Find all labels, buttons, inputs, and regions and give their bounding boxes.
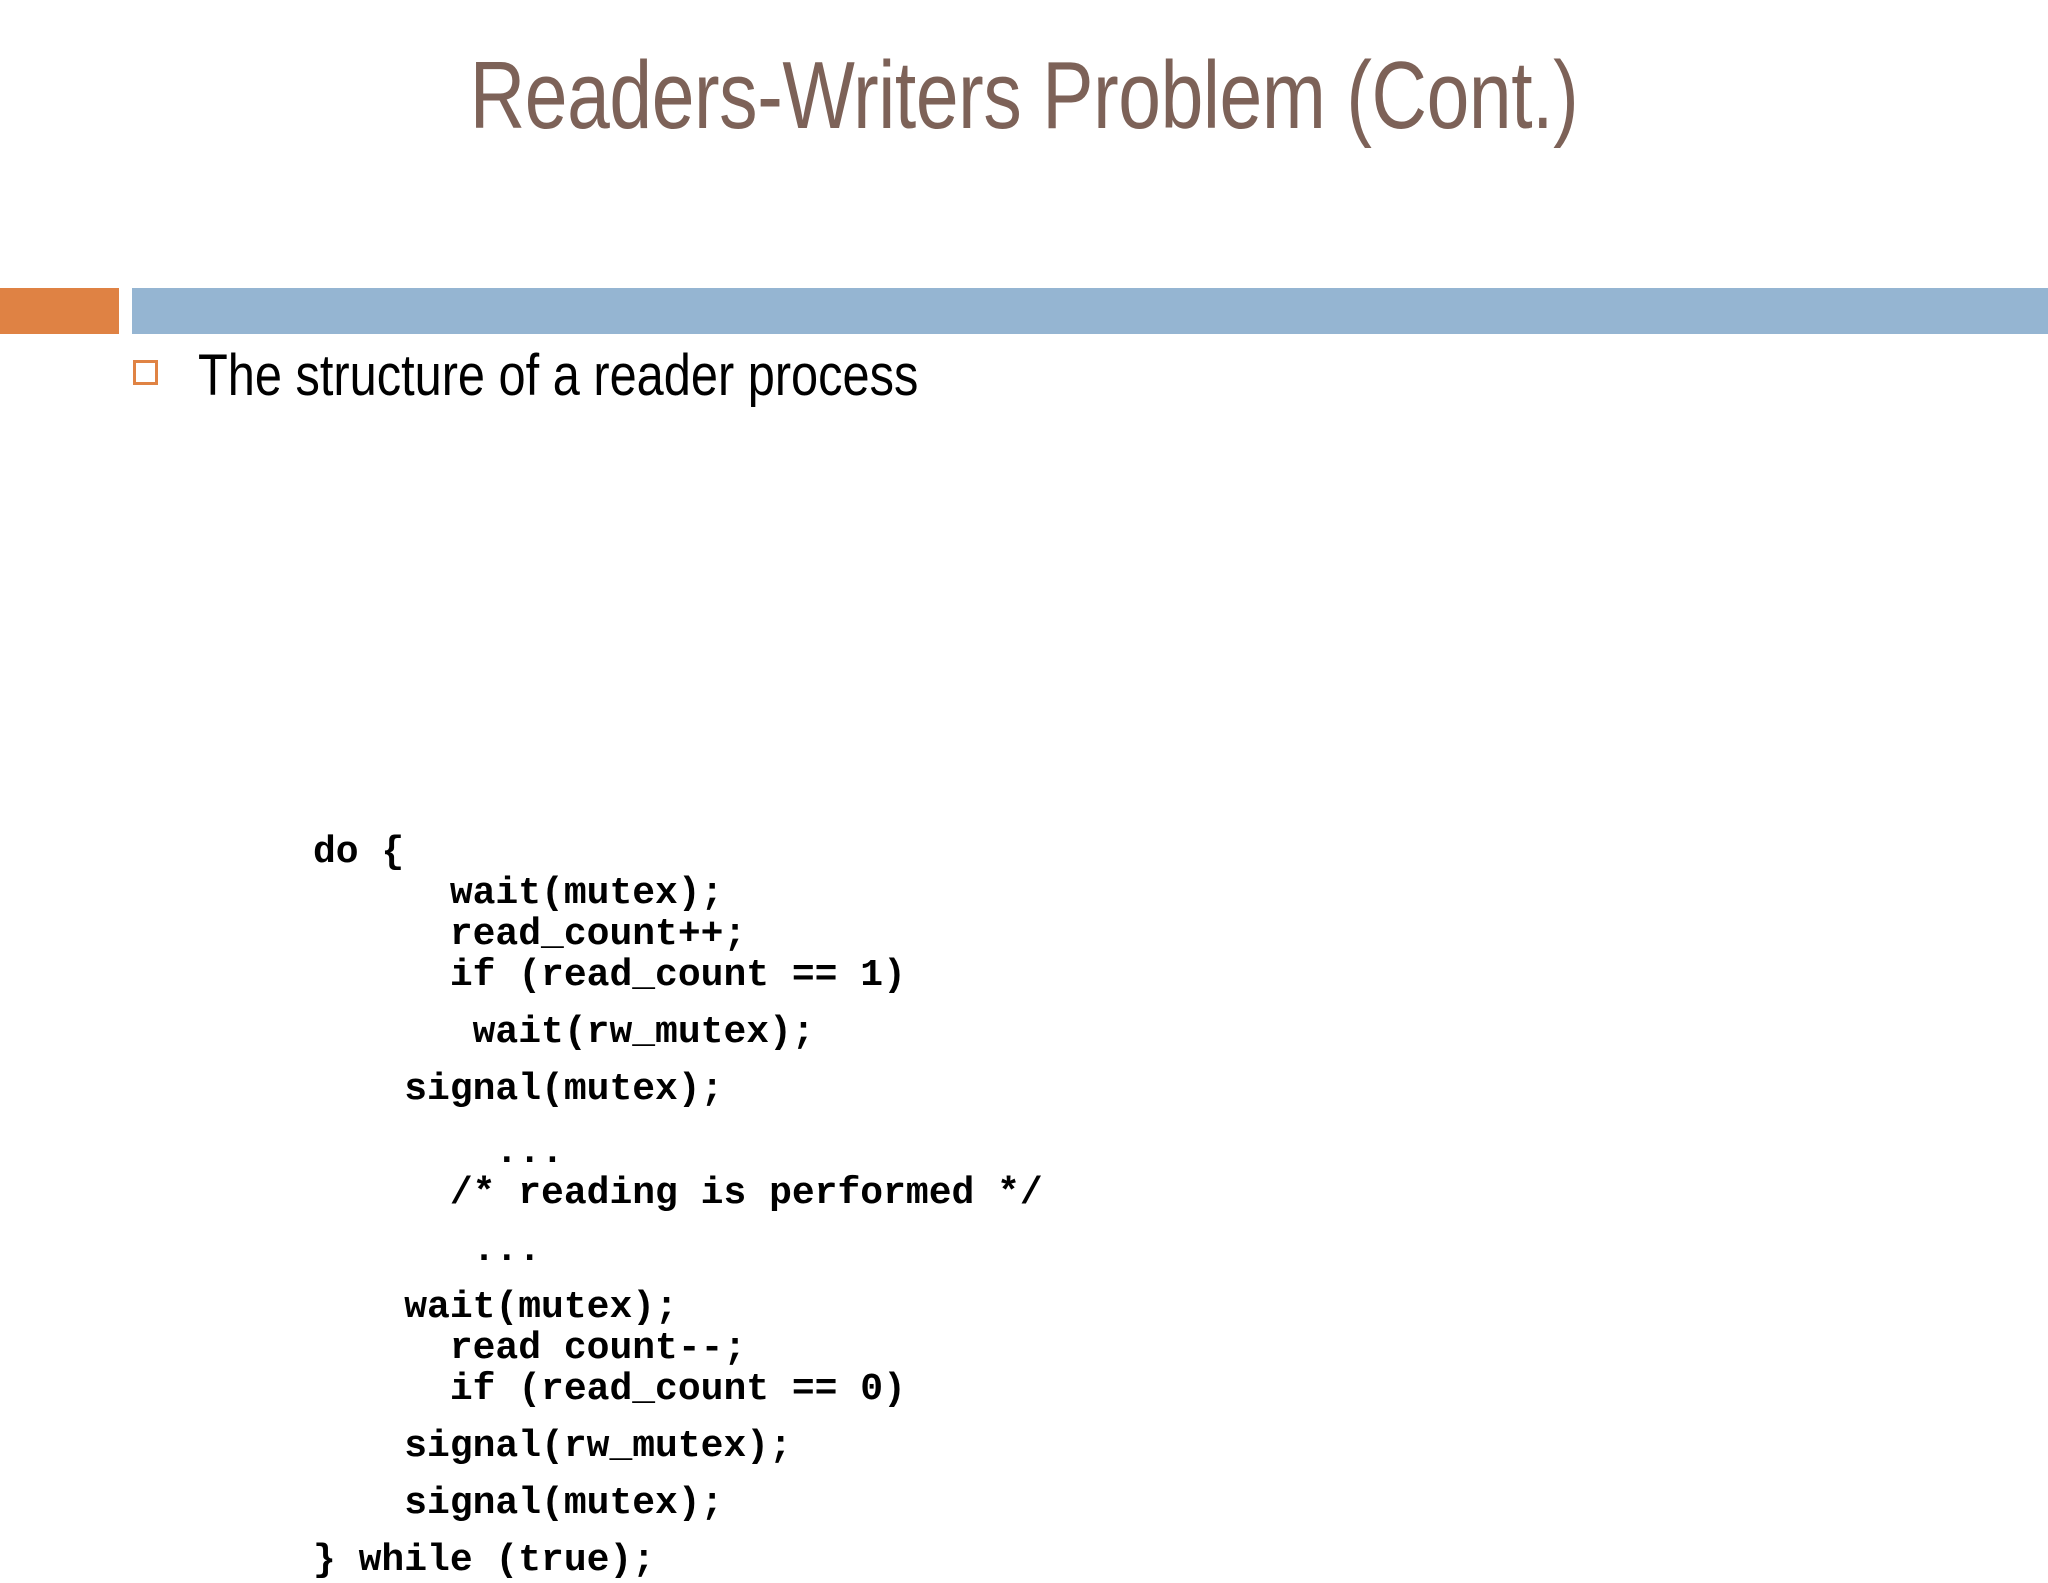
code-line: signal(mutex);: [313, 1068, 724, 1111]
code-line: /* reading is performed */: [313, 1172, 1043, 1215]
page-title: Readers-Writers Problem (Cont.): [469, 42, 1579, 149]
code-line: wait(rw_mutex);: [313, 1011, 815, 1054]
code-line: do {: [313, 831, 405, 874]
code-block: do { wait(mutex); read_count++; if (read…: [313, 834, 1043, 1583]
bullet-item-label: The structure of a reader process: [198, 343, 919, 408]
bullet-item: The structure of a reader process: [0, 344, 2048, 422]
slide-body: The structure of a reader process do { w…: [0, 344, 2048, 1580]
code-line: read_count++;: [313, 913, 747, 956]
code-line: } while (true);: [313, 1539, 656, 1582]
hollow-square-bullet-icon: [133, 360, 158, 385]
code-line: read count--;: [313, 1327, 747, 1370]
code-line: ...: [313, 1229, 542, 1272]
divider-accent-orange: [0, 288, 119, 334]
code-line: ...: [313, 1131, 564, 1174]
code-line: wait(mutex);: [313, 1286, 678, 1329]
header-divider: [0, 288, 2048, 334]
divider-accent-blue: [132, 288, 2048, 334]
code-line: if (read_count == 0): [313, 1368, 906, 1411]
code-line: wait(mutex);: [313, 872, 724, 915]
code-line: signal(rw_mutex);: [313, 1425, 792, 1468]
code-line: signal(mutex);: [313, 1482, 724, 1525]
code-line: if (read_count == 1): [313, 954, 906, 997]
